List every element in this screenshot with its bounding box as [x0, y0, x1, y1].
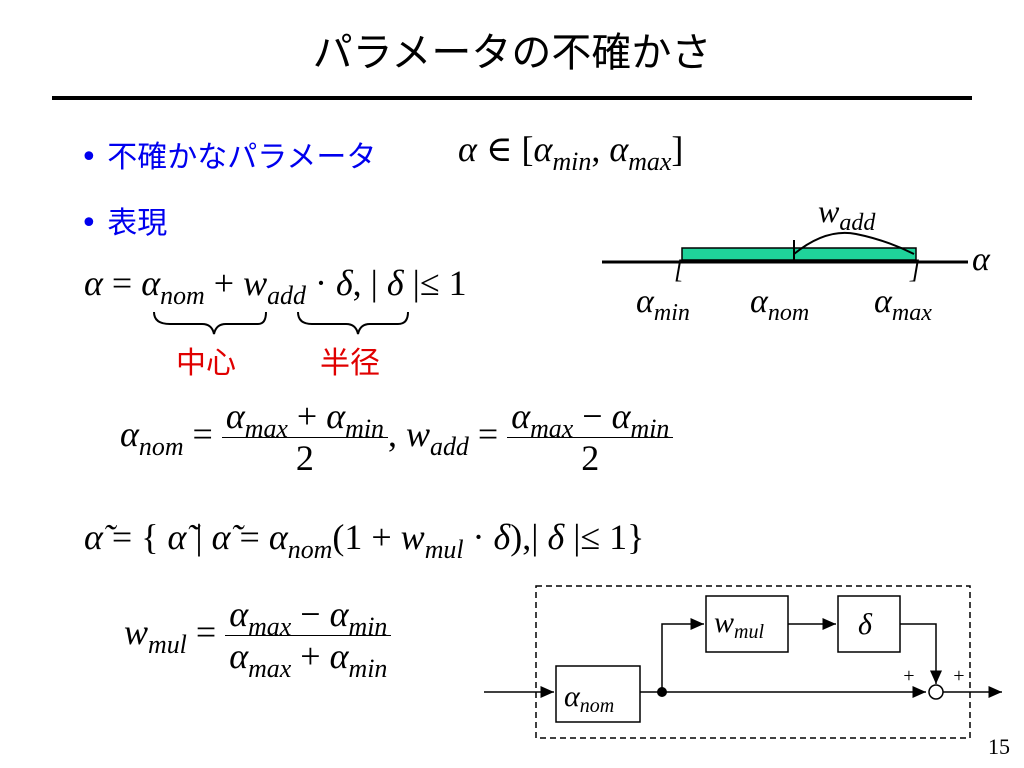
page-number: 15: [988, 734, 1010, 759]
label-radius: 半径: [320, 346, 380, 381]
w-mul-block: [705, 595, 789, 653]
bullet-dot: •: [80, 206, 108, 241]
bullet-uncertain-parameter-text: 不確かなパラメータ: [107, 140, 377, 175]
alpha-nom-block-label: αnom: [564, 680, 614, 717]
sum-plus-right: +: [952, 665, 966, 687]
alpha-max-label: αmax: [874, 283, 932, 326]
alpha-nom-label: αnom: [750, 283, 809, 326]
summing-junction: [928, 684, 944, 700]
radius-underbrace: [297, 311, 409, 335]
w-add-label: wadd: [818, 193, 876, 236]
label-center: 中心: [176, 346, 236, 381]
bullet-representation: • 表現: [80, 198, 167, 242]
interval-diagram: [ ] wadd α αmin αnom αmax: [602, 193, 991, 326]
slide-title: パラメータの不確かさ: [312, 30, 712, 76]
parameter-interval-formula: α ∈ [αmin, αmax]: [458, 129, 684, 177]
center-underbrace: [153, 311, 267, 335]
sum-plus-left: +: [902, 665, 916, 687]
branch-arrow: [661, 618, 704, 692]
bullet-dot: •: [80, 140, 108, 175]
delta-block: [837, 595, 901, 653]
bullet-representation-text: 表現: [107, 206, 168, 241]
nominal-additive-equation: α = αnom + wadd · δ, | δ |≤ 1: [84, 263, 467, 311]
uncertainty-interval-bar: [681, 247, 917, 261]
underbraces: [153, 311, 409, 335]
radius-arc: [793, 231, 915, 255]
w-mul-block-label: wmul: [714, 606, 764, 643]
alpha-axis-label: α: [972, 241, 991, 278]
title-underline: [52, 96, 972, 100]
uncertainty-dashed-box: [535, 585, 971, 739]
bullet-uncertain-parameter: • 不確かなパラメータ: [80, 132, 376, 176]
block-diagram: αnom wmul δ + +: [484, 585, 1002, 739]
alpha-min-label: αmin: [636, 283, 690, 326]
delta-to-sum-arrow: [900, 623, 942, 684]
delta-block-label: δ: [858, 608, 873, 641]
left-bracket: [: [674, 255, 686, 284]
right-bracket: ]: [909, 255, 920, 284]
alpha-nom-block: [555, 665, 641, 723]
multiplicative-uncertainty-set: α̃ = { α̃ | α̃ = αnom(1 + wmul · δ),| δ …: [84, 517, 645, 565]
